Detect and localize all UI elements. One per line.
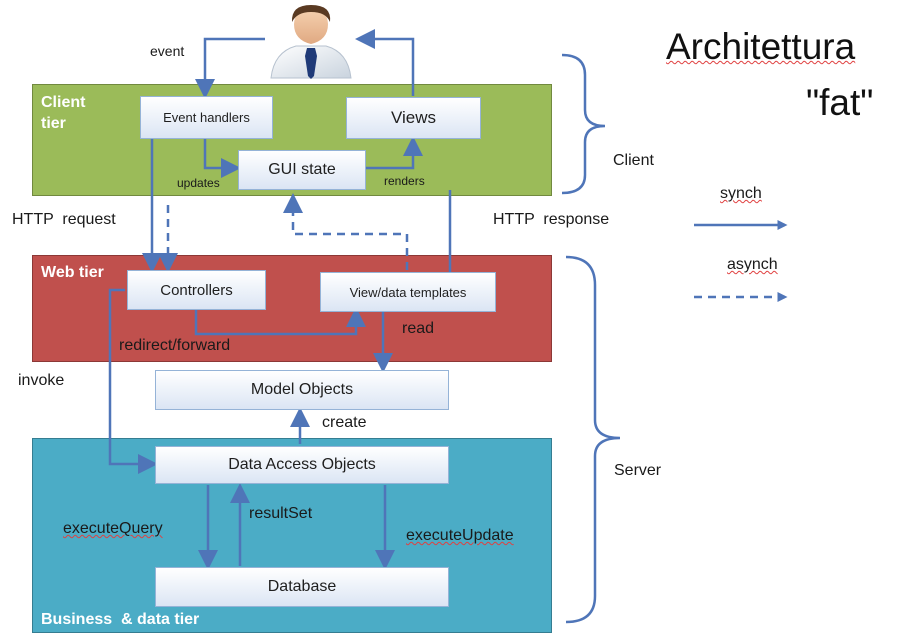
server-bracket-label: Server [614, 462, 662, 479]
views-to-user-arrow [355, 29, 415, 96]
execute-query-label: executeQuery [63, 520, 163, 537]
http-request-label: HTTP request [12, 211, 116, 228]
invoke-label: invoke [18, 372, 65, 389]
view-data-templates-box: View/data templates [320, 272, 496, 312]
http-response-label: HTTP response [493, 211, 610, 228]
event-label: event [150, 43, 185, 59]
updates-arrow [203, 139, 241, 178]
business-data-tier-label: Business & data tier [41, 611, 200, 628]
execute-update-label: executeUpdate [406, 527, 514, 544]
event-arrow [195, 37, 265, 99]
client-tier-label: Client tier [41, 94, 86, 132]
renders-arrow [366, 136, 423, 170]
create-label: create [322, 414, 367, 431]
client-bracket-label: Client [613, 152, 654, 169]
web-tier-label: Web tier [41, 264, 104, 281]
gui-state-box: GUI state [238, 150, 366, 190]
views-box: Views [346, 97, 481, 139]
client-bracket [561, 53, 606, 195]
event-handlers-box: Event handlers [140, 96, 273, 139]
server-bracket [565, 255, 621, 624]
user-person-icon [270, 5, 352, 79]
database-box: Database [155, 567, 449, 607]
invoke-arrow [108, 288, 158, 474]
legend-synch-label: synch [720, 185, 762, 202]
controllers-box: Controllers [127, 270, 266, 310]
renders-label: renders [384, 174, 425, 188]
model-objects-box: Model Objects [155, 370, 449, 410]
data-access-objects-box: Data Access Objects [155, 446, 449, 484]
async-response-arrow [283, 193, 409, 270]
updates-label: updates [177, 176, 220, 190]
read-label: read [402, 320, 435, 337]
legend-asynch-label: asynch [727, 256, 778, 273]
title-line-1: Architettura [666, 26, 856, 67]
redirect-forward-arrow [194, 307, 366, 336]
title-line-2: "fat" [806, 82, 874, 123]
result-set-label: resultSet [249, 505, 313, 522]
redirect-forward-label: redirect/forward [119, 337, 231, 354]
